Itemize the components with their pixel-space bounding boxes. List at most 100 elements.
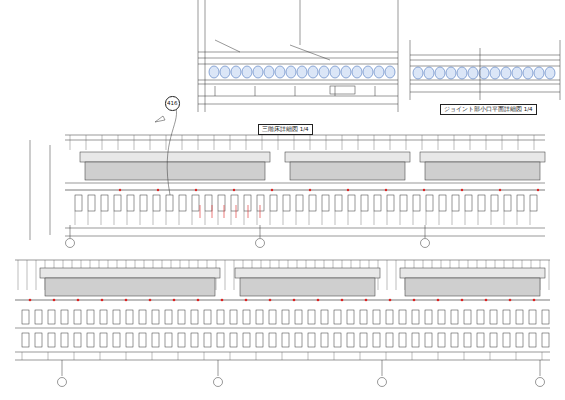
drawing-rect (529, 333, 536, 347)
drawing-rect (243, 333, 250, 347)
drawing-rect (530, 195, 537, 211)
grid-circle (214, 378, 223, 387)
rebar-section (501, 67, 511, 79)
drawing-line (75, 211, 76, 225)
anchor-mark (149, 299, 152, 302)
drawing-line (256, 352, 257, 360)
drawing-rect (516, 333, 523, 347)
drawing-rect (413, 195, 420, 211)
drawing-rect (412, 333, 419, 347)
drawing-line (22, 352, 23, 360)
drawing-rect (529, 310, 536, 324)
drawing-line (70, 225, 71, 238)
drawing-line (200, 205, 201, 218)
rebar-section (341, 66, 351, 78)
drawing-rect (269, 310, 276, 324)
drawing-line (248, 205, 249, 218)
grid-circle (536, 378, 545, 387)
drawing-rect (465, 195, 472, 211)
drawing-line (102, 135, 103, 150)
drawing-line (65, 183, 545, 184)
drawing-line (140, 211, 141, 225)
drawing-line (36, 260, 37, 290)
drawing-rect (321, 333, 328, 347)
drawing-rect (204, 310, 211, 324)
drawing-line (334, 352, 335, 360)
drawing-line (491, 211, 492, 225)
drawing-rect (87, 333, 94, 347)
anchor-mark (293, 299, 296, 302)
drawing-rect (405, 278, 540, 296)
drawing-line (296, 211, 297, 225)
drawing-line (236, 205, 237, 218)
drawing-line (62, 360, 63, 376)
drawing-rect (425, 310, 432, 324)
anchor-mark (233, 189, 235, 191)
drawing-rect (464, 333, 471, 347)
drawing-line (88, 211, 89, 225)
drawing-rect (477, 310, 484, 324)
drawing-line (152, 352, 153, 360)
drawing-line (118, 135, 119, 150)
drawing-rect (235, 268, 380, 278)
anchor-mark (197, 299, 200, 302)
drawing-line (396, 260, 397, 290)
drawing-rect (373, 310, 380, 324)
rebar-section (275, 66, 285, 78)
drawing-line (212, 205, 213, 218)
drawing-line (182, 135, 183, 150)
drawing-line (15, 260, 550, 261)
drawing-line (517, 211, 518, 225)
drawing-line (465, 211, 466, 225)
drawing-line (134, 135, 135, 150)
rebar-section (363, 66, 373, 78)
drawing-line (348, 211, 349, 225)
drawing-line (504, 211, 505, 225)
drawing-line (361, 211, 362, 225)
drawing-line (198, 0, 199, 112)
drawing-rect (399, 333, 406, 347)
rebar-section (512, 67, 522, 79)
drawing-line (290, 45, 330, 60)
drawing-rect (439, 195, 446, 211)
drawing-line (502, 135, 503, 150)
drawing-rect (35, 333, 42, 347)
drawing-line (215, 40, 240, 52)
drawing-line (262, 135, 263, 150)
drawing-line (387, 211, 388, 225)
drawing-line (425, 225, 426, 238)
drawing-rect (270, 195, 277, 211)
drawing-rect (217, 310, 224, 324)
anchor-mark (195, 189, 197, 191)
drawing-rect (153, 195, 160, 211)
drawing-line (198, 64, 398, 65)
drawing-line (214, 135, 215, 150)
drawing-line (452, 211, 453, 225)
rebar-section (220, 66, 230, 78)
drawing-line (387, 260, 388, 290)
rebar-section (264, 66, 274, 78)
drawing-line (205, 0, 206, 112)
rebar-section (330, 66, 340, 78)
drawing-rect (491, 195, 498, 211)
drawing-rect (40, 268, 220, 278)
anchor-mark (389, 299, 392, 302)
drawing-rect (230, 333, 237, 347)
drawing-line (518, 135, 519, 150)
drawing-rect (295, 310, 302, 324)
anchor-mark (29, 299, 32, 302)
drawing-rect (412, 310, 419, 324)
rebar-section (308, 66, 318, 78)
drawing-rect (282, 333, 289, 347)
callout-number: 416 (165, 96, 180, 111)
drawing-line (101, 211, 102, 225)
drawing-rect (309, 195, 316, 211)
drawing-rect (139, 310, 146, 324)
drawing-rect (374, 195, 381, 211)
anchor-mark (309, 189, 311, 191)
drawing-line (215, 86, 216, 96)
drawing-rect (451, 310, 458, 324)
drawing-rect (45, 278, 215, 296)
drawing-rect (426, 195, 433, 211)
anchor-mark (437, 299, 440, 302)
